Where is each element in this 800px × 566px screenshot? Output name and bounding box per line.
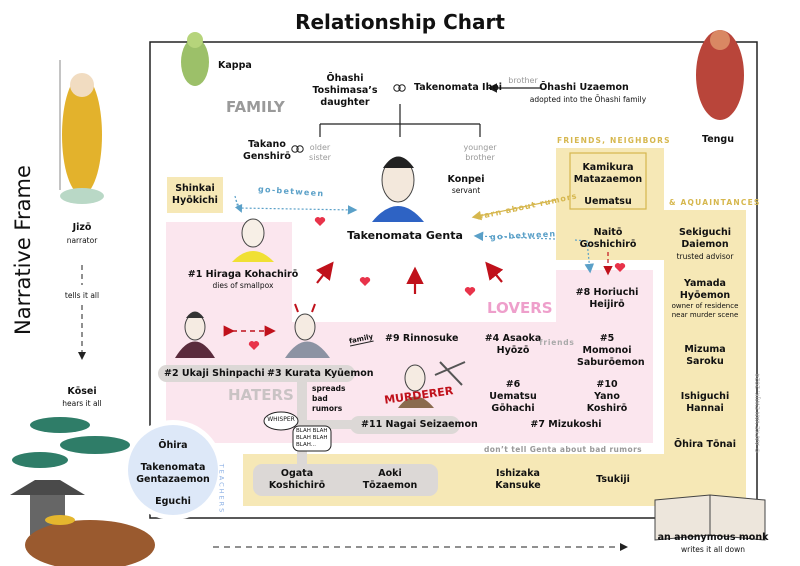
- friends-label: FRIENDS, NEIGHBORS: [557, 136, 671, 145]
- konpei-role: servant: [451, 186, 481, 195]
- father-name: Takenomata Ihei: [414, 82, 503, 93]
- nagai-pill: [350, 416, 460, 434]
- murderer-illustration: [398, 364, 434, 408]
- acq-mizuma: Mizuma Saroku: [684, 344, 726, 367]
- uncle-note: adopted into the Ōhashi family: [529, 95, 647, 104]
- kurata-name: #3 Kurata Kyūemon: [267, 368, 374, 379]
- takano-name: Takano Genshirō: [243, 139, 291, 162]
- acq-sekiguchi-note: trusted advisor: [676, 252, 734, 261]
- lovers-label: LOVERS: [487, 299, 553, 317]
- acq-sekiguchi: Sekiguchi Daiemon: [678, 227, 732, 250]
- mother-name: Ōhashi Toshimasa’s daughter: [312, 73, 378, 108]
- kamikura-name: Kamikura Matazaemon: [573, 162, 643, 185]
- genta-illustration: [372, 156, 424, 222]
- kosei-role: hears it all: [62, 399, 102, 408]
- rings-icon: [393, 84, 406, 92]
- lantern-tree-illustration: [10, 417, 155, 566]
- ogata-name: Ogata Koshichirō: [268, 468, 326, 491]
- page-title: Relationship Chart: [295, 10, 505, 34]
- kappa-label: Kappa: [218, 60, 252, 71]
- asaoka-name: #4 Asaoka Hyōzō: [484, 333, 542, 356]
- blah-text: BLAH BLAH BLAH BLAH BLAH...: [296, 428, 328, 448]
- copyright: © AAFKE VAN EWIJK, 2024: [754, 373, 762, 454]
- ishizaka-name: Ishizaka Kansuke: [495, 468, 541, 491]
- acquaintances-label: & AQUAINTANCES: [669, 198, 761, 207]
- friends-tag: friends: [539, 338, 575, 347]
- teacher-ohira: Ōhira: [158, 440, 188, 451]
- kappa-illustration: [181, 32, 209, 86]
- rinnosuke-name: #9 Rinnosuke: [385, 333, 459, 344]
- whisper-bubble: [263, 411, 299, 431]
- kosei-name: Kōsei: [67, 386, 97, 397]
- nagai-name: #11 Nagai Seizaemon: [361, 419, 478, 430]
- rings-icon: [291, 145, 304, 153]
- hiraga-illustration: [232, 218, 274, 262]
- jizo-role: narrator: [66, 236, 98, 245]
- monk-name: an anonymous monk: [657, 532, 769, 543]
- brother-label: brother: [508, 76, 538, 85]
- younger-brother-label: younger brother: [463, 143, 497, 162]
- book-illustration: [654, 494, 766, 541]
- horiuchi-name: #8 Horiuchi Heijirō: [575, 287, 639, 310]
- love-arrows: [315, 261, 504, 294]
- narrative-frame-label: Narrative Frame: [11, 165, 35, 335]
- tengu-illustration: [696, 30, 744, 120]
- kurata-illustration: [285, 303, 330, 358]
- family-label: FAMILY: [226, 98, 285, 116]
- ukaji-illustration: [175, 311, 215, 358]
- older-sister-label: older sister: [309, 143, 331, 162]
- hiraga-name: #1 Hiraga Kohachirō: [187, 269, 299, 280]
- tells-label: tells it all: [64, 291, 100, 300]
- blah-bubble: [292, 425, 332, 452]
- heart-icons: [248, 217, 626, 350]
- chart-frame: [149, 41, 758, 519]
- konpei-name: Konpei: [447, 174, 485, 185]
- uncle-name: Ōhashi Uzaemon: [539, 82, 629, 93]
- go-between-arrow: [234, 195, 358, 215]
- warn-arrow: [471, 199, 557, 221]
- haters-pill: [158, 365, 355, 382]
- lovers-haters-region: [166, 222, 653, 443]
- acq-yamada: Yamada Hyōemon: [679, 278, 731, 301]
- whisper-text: WHISPER: [267, 416, 295, 423]
- tengu-label: Tengu: [702, 134, 734, 145]
- swords-icon: [434, 361, 466, 386]
- dont-tell-label: don’t tell Genta about bad rumors: [483, 445, 643, 454]
- bottom-pill: [253, 464, 438, 496]
- family-tree-lines: [319, 104, 481, 137]
- hiraga-note: dies of smallpox: [212, 281, 274, 290]
- mizukoshi-name: #7 Mizukoshi: [530, 419, 602, 430]
- spreads-label: spreads bad rumors: [312, 384, 346, 413]
- yano-name: #10 Yano Koshirō: [586, 379, 628, 414]
- jizo-name: Jizō: [72, 222, 92, 233]
- acq-yamada-note: owner of residence near murder scene: [671, 302, 739, 319]
- momonoi-name: #5 Momonoi Saburōemon: [577, 333, 645, 368]
- shinkai-box: [167, 177, 223, 213]
- jizo-illustration: [59, 60, 104, 204]
- genta-name: Takenomata Genta: [347, 229, 463, 242]
- aoki-name: Aoki Tōzaemon: [362, 468, 418, 491]
- naito-name: Naitō Goshichirō: [579, 227, 637, 250]
- ukaji-name: #2 Ukaji Shinpachi: [164, 368, 265, 379]
- teacher-eguchi: Eguchi: [155, 496, 191, 507]
- go-between-arrow-2: [574, 239, 595, 274]
- shinkai-name: Shinkai Hyōkichi: [172, 183, 218, 206]
- teachers-label: TEACHERS: [217, 463, 226, 515]
- teacher-takenomata: Takenomata Gentazaemon: [136, 462, 210, 485]
- haters-label: HATERS: [228, 386, 294, 404]
- tsukiji-name: Tsukiji: [596, 474, 630, 485]
- monk-role: writes it all down: [681, 545, 745, 554]
- uematsu-gohachi-name: #6 Uematsu Gōhachi: [489, 379, 537, 414]
- uematsu-name: Uematsu: [584, 196, 632, 207]
- acq-ohira-tonai: Ōhira Tōnai: [674, 439, 736, 450]
- acq-ishiguchi: Ishiguchi Hannai: [680, 391, 730, 414]
- inner-friends-box: [569, 152, 647, 210]
- teachers-circle-inner: [128, 425, 218, 515]
